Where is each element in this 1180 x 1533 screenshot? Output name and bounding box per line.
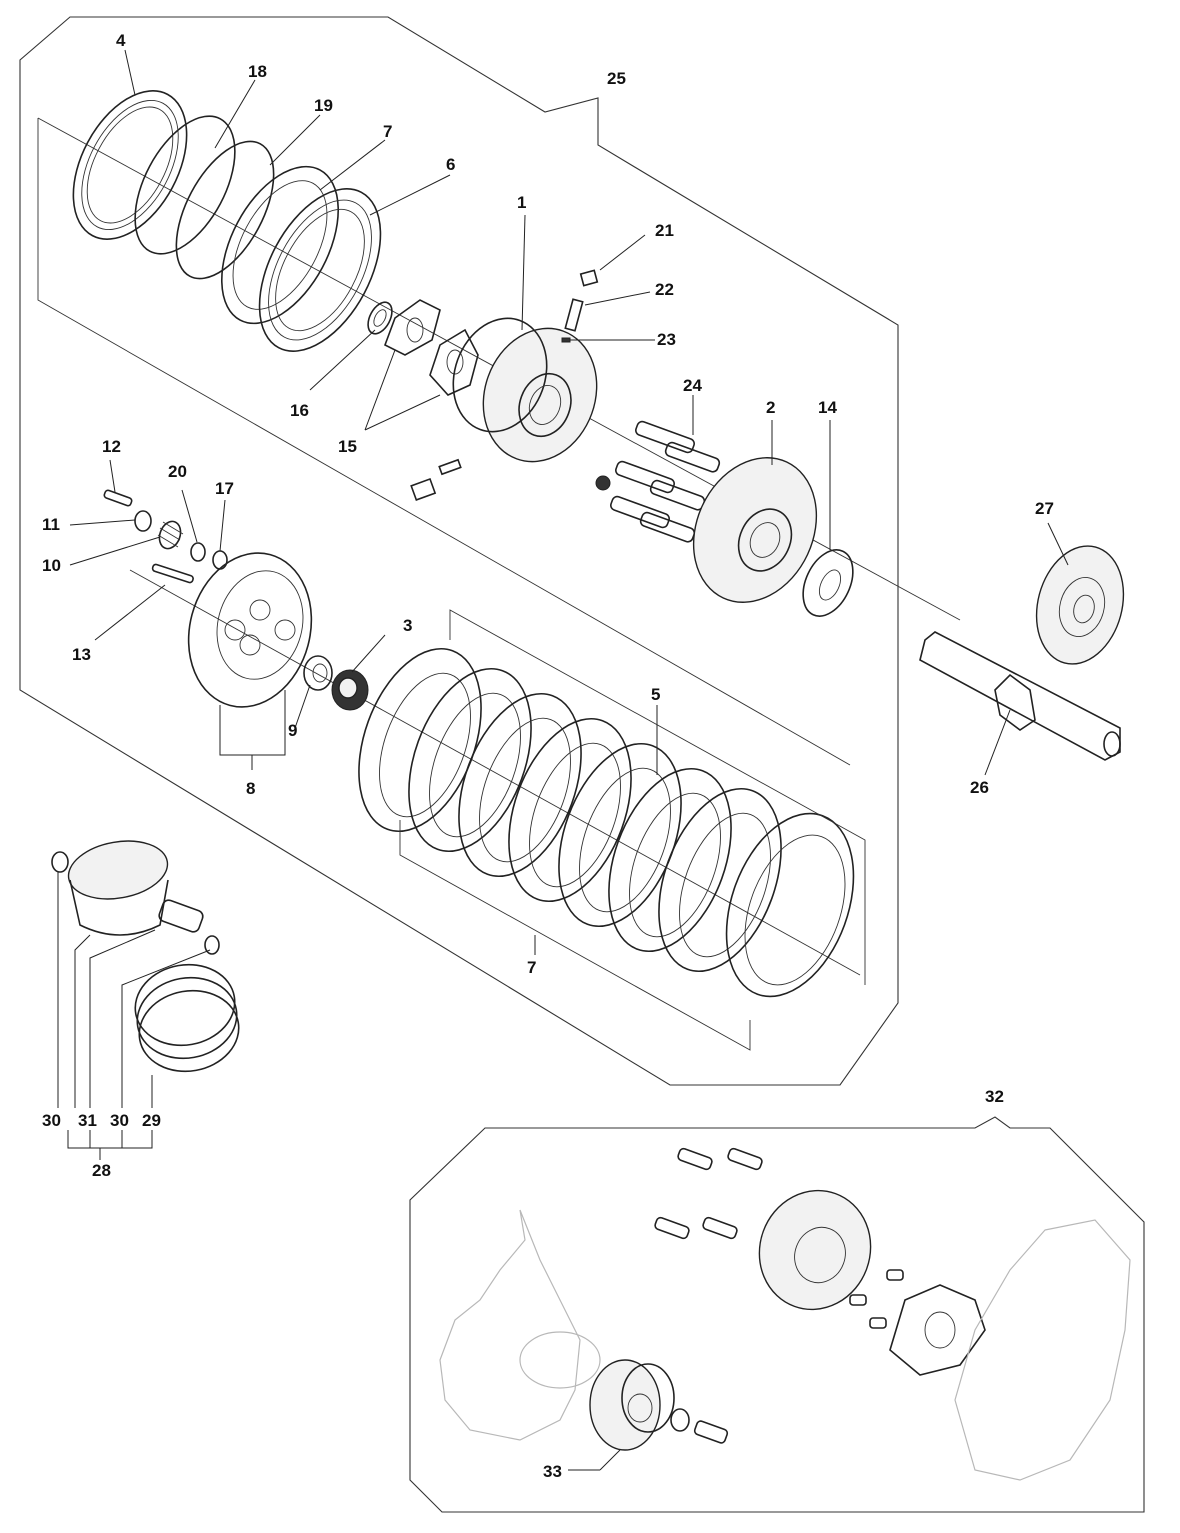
callout-5: 5 — [651, 685, 660, 704]
screw — [886, 1269, 904, 1281]
bushing — [595, 475, 611, 491]
callout-31: 31 — [78, 1111, 97, 1130]
cover-ghost — [954, 1219, 1131, 1481]
piston-leaders — [57, 872, 211, 1108]
circlip-30-left — [51, 851, 69, 873]
callout-13: 13 — [72, 645, 91, 664]
callout-11: 11 — [42, 515, 60, 534]
rotor-33 — [589, 1359, 675, 1451]
nut-3 — [331, 669, 369, 711]
cup-11 — [134, 510, 152, 532]
pack-bracket-top — [449, 609, 866, 985]
stator — [758, 1189, 872, 1311]
ring-19 — [175, 140, 275, 280]
backing-plate-2 — [692, 457, 818, 603]
axis-box-upper — [37, 118, 851, 766]
piston-group-bracket — [67, 1130, 153, 1160]
callout-26: 26 — [970, 778, 989, 797]
tab-washers-15 — [384, 299, 479, 396]
spring-10 — [157, 520, 184, 550]
pin-13 — [151, 563, 194, 584]
callout-15: 15 — [338, 437, 357, 456]
washer-20 — [190, 542, 206, 562]
small-pin-23 — [561, 337, 571, 343]
crankcase-ghost — [439, 1209, 581, 1441]
callout-17: 17 — [215, 479, 234, 498]
piston-rings-29 — [134, 963, 240, 1073]
callout-7-lower: 7 — [527, 958, 536, 977]
callout-32: 32 — [985, 1087, 1004, 1106]
gear-27 — [1035, 545, 1125, 665]
callout-22: 22 — [655, 280, 674, 299]
alternator-group-frame — [409, 1116, 1145, 1513]
pack-bracket-bottom — [399, 820, 751, 1051]
callout-6: 6 — [446, 155, 455, 174]
callout-16: 16 — [290, 401, 309, 420]
friction-disc-6 — [258, 188, 382, 352]
friction-disc-4 — [72, 90, 188, 240]
callout-24: 24 — [683, 376, 702, 395]
bushing — [438, 458, 462, 476]
pin-22 — [564, 298, 584, 332]
washer — [670, 1408, 690, 1432]
callout-12: 12 — [102, 437, 121, 456]
callout-9: 9 — [288, 721, 297, 740]
pressure-plate-8 — [187, 552, 313, 708]
clutch-assembly-frame — [19, 16, 899, 1086]
callout-7: 7 — [383, 122, 392, 141]
thrust-washer-14 — [802, 549, 854, 617]
callout-labels: 4 18 19 7 6 25 1 21 22 23 24 2 14 16 15 … — [42, 31, 1054, 1481]
callout-14: 14 — [818, 398, 837, 417]
callout-33: 33 — [543, 1462, 562, 1481]
callout-3: 3 — [403, 616, 412, 635]
piston-31 — [67, 840, 169, 936]
callout-25: 25 — [607, 69, 626, 88]
axis-line-lower — [129, 569, 861, 976]
callout-28: 28 — [92, 1161, 111, 1180]
clutch-hub-1 — [452, 317, 598, 463]
leader-lines — [69, 49, 1069, 1471]
callout-1: 1 — [517, 193, 526, 212]
clutch-pack-5-7 — [358, 647, 855, 998]
callout-30-left: 30 — [42, 1111, 61, 1130]
bolt — [654, 1216, 690, 1240]
circlip-30-right — [204, 935, 220, 955]
callout-19: 19 — [314, 96, 333, 115]
wire-ring-18 — [134, 115, 236, 255]
callout-23: 23 — [657, 330, 676, 349]
callout-8: 8 — [246, 779, 255, 798]
bearing-9 — [303, 655, 333, 691]
callout-30-right: 30 — [110, 1111, 129, 1130]
screw-12 — [103, 489, 133, 507]
washer-17 — [212, 550, 228, 570]
rotor-bolt — [693, 1420, 729, 1444]
callout-20: 20 — [168, 462, 187, 481]
callout-18: 18 — [248, 62, 267, 81]
crankshaft-ghost — [519, 1331, 601, 1389]
mainshaft-26 — [919, 631, 1121, 761]
washer-16 — [367, 301, 393, 335]
mounting-plate — [889, 1284, 986, 1376]
callout-21: 21 — [655, 221, 674, 240]
callout-29: 29 — [142, 1111, 161, 1130]
bushing — [410, 477, 437, 501]
bushing-21 — [579, 269, 599, 287]
callout-10: 10 — [42, 556, 61, 575]
piston-pin — [158, 899, 204, 933]
callout-27: 27 — [1035, 499, 1054, 518]
bolt — [677, 1147, 713, 1171]
bolt — [727, 1147, 763, 1171]
callout-4: 4 — [116, 31, 126, 50]
callout-2: 2 — [766, 398, 775, 417]
steel-disc-7 — [220, 165, 340, 325]
bolt — [702, 1216, 738, 1240]
screw — [869, 1317, 887, 1329]
screw — [849, 1294, 867, 1306]
